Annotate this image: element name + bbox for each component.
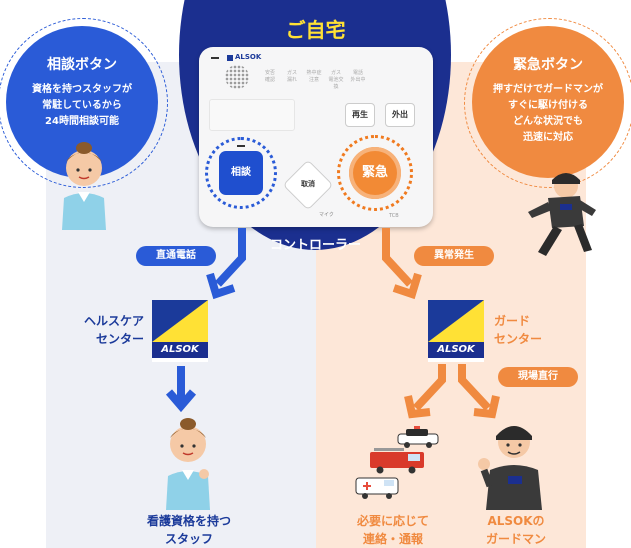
alsok-logo: ALSOK <box>428 300 484 362</box>
healthcare-center-line: ヘルスケア <box>83 314 144 328</box>
consult-bubble-line: 資格を持つスタッフが <box>32 84 132 95</box>
consult-button[interactable]: 相談 <box>219 151 263 195</box>
status-led <box>211 57 219 59</box>
home-title: ご自宅 <box>285 18 346 42</box>
out-button[interactable]: 外出 <box>385 103 415 127</box>
healthcare-center-line: センター <box>95 332 144 346</box>
guard-center-line: ガード <box>494 314 531 328</box>
alsok-logo-mark-icon <box>152 300 208 342</box>
guardman-line: ALSOKの <box>487 514 545 528</box>
blue-arrow-icon <box>206 228 246 300</box>
nurse-icon <box>62 142 106 230</box>
guard-center-label: ガード センター <box>494 312 542 348</box>
emergency-bubble-line: どんな状況でも <box>513 116 583 127</box>
status-label: ガス 電池交換 <box>328 70 344 90</box>
orange-arrow-icon <box>382 228 422 300</box>
guard-center-line: センター <box>494 332 543 346</box>
contact-line: 必要に応じて <box>356 514 429 528</box>
guardman-line: ガードマン <box>485 532 546 546</box>
emergency-ring <box>337 135 413 211</box>
alsok-logo-mark-icon <box>428 300 484 342</box>
consult-bubble-body: 資格を持つスタッフが 常駐しているから 24時間相談可能 <box>6 82 158 130</box>
running-guard-icon <box>528 173 596 256</box>
speaker-icon <box>225 65 249 89</box>
status-labels: 安否 確認 ガス 漏れ 熱中症 注意 ガス 電池交換 電話 外出中 <box>261 69 367 90</box>
status-label: ガス 漏れ <box>286 70 297 83</box>
healthcare-center-label: ヘルスケア センター <box>54 312 144 348</box>
guardman-label: ALSOKの ガードマン <box>466 512 566 548</box>
emergency-bubble-line: 押すだけでガードマンが <box>493 84 603 95</box>
ambulance-icon <box>355 477 399 499</box>
consult-bubble-title: 相談ボタン <box>47 57 117 73</box>
staff-line: スタッフ <box>164 532 213 546</box>
staff-line: 看護資格を持つ <box>146 514 231 528</box>
staff-nurse-icon <box>166 418 210 510</box>
display-area <box>209 99 295 131</box>
alsok-logo: ALSOK <box>152 300 208 362</box>
status-label: 熱中症 注意 <box>306 70 322 83</box>
emergency-button[interactable]: 緊急 <box>349 147 401 199</box>
alsok-logo-text: ALSOK <box>428 342 484 358</box>
police-car-icon <box>397 426 439 448</box>
controller-device: ALSOK 安否 確認 ガス 漏れ 熱中症 注意 ガス 電池交換 電話 外出中 … <box>199 47 433 227</box>
status-label: 電話 外出中 <box>350 70 366 83</box>
consult-bubble-line: 常駐しているから <box>42 100 122 111</box>
consult-ring <box>205 137 277 209</box>
orange-split-arrow-icon <box>404 364 500 419</box>
consult-bubble-line: 24時間相談可能 <box>45 116 119 127</box>
staff-label: 看護資格を持つ スタッフ <box>124 512 254 548</box>
abnormal-tag: 異常発生 <box>414 246 494 266</box>
guard-icon <box>478 426 542 510</box>
dispatch-tag: 現場直行 <box>498 367 578 387</box>
fire-truck-icon <box>370 448 424 474</box>
device-logo: ALSOK <box>235 53 262 61</box>
emergency-bubble-body: 押すだけでガードマンが すぐに駆け付ける どんな状況でも 迅速に対応 <box>472 82 624 146</box>
consult-led <box>237 145 245 147</box>
emergency-bubble-line: すぐに駆け付ける <box>508 100 588 111</box>
cancel-button-label: 取消 <box>301 180 315 188</box>
emergency-bubble: 緊急ボタン 押すだけでガードマンが すぐに駆け付ける どんな状況でも 迅速に対応 <box>464 18 631 188</box>
mic-label: マイク <box>319 212 334 218</box>
controller-label: コントローラー <box>269 238 361 253</box>
emergency-bubble-line: 迅速に対応 <box>523 132 573 143</box>
alsok-logo-text: ALSOK <box>152 342 208 358</box>
direct-call-tag: 直通電話 <box>136 246 216 266</box>
play-button[interactable]: 再生 <box>345 103 375 127</box>
contact-line: 連絡・通報 <box>362 532 423 546</box>
blue-down-arrow-icon <box>165 366 197 413</box>
logo-mark-icon <box>227 55 233 61</box>
status-label: 安否 確認 <box>264 70 275 83</box>
contact-label: 必要に応じて 連絡・通報 <box>338 512 448 548</box>
emergency-bubble-title: 緊急ボタン <box>513 57 583 73</box>
device-mark: TCB <box>389 213 399 219</box>
